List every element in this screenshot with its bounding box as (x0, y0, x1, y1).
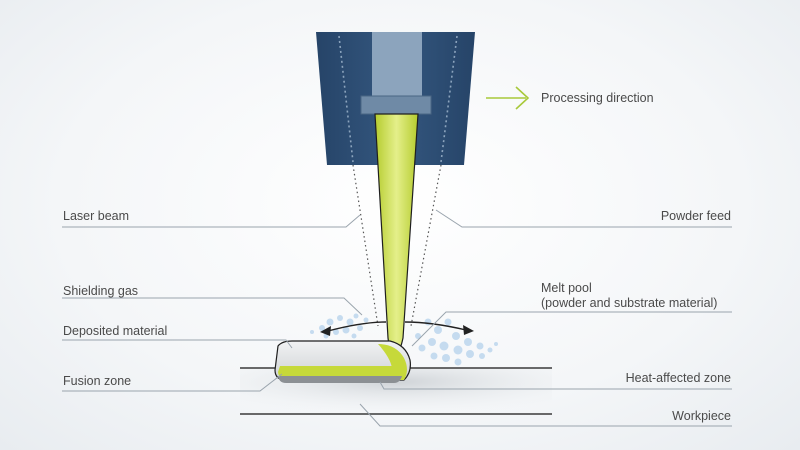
label-laser-beam: Laser beam (63, 209, 130, 223)
nozzle-lens (360, 95, 432, 115)
powder-stream (352, 164, 442, 327)
powder-particles (310, 313, 498, 366)
melt-pool (378, 344, 407, 380)
label-heat-affected-zone: Heat-affected zone (625, 371, 731, 385)
nozzle-inner-channel (372, 32, 422, 98)
powder-channel-right (440, 35, 458, 163)
leader-shielding-gas (62, 297, 363, 316)
leader-powder-feed (435, 209, 732, 228)
label-processing-direction: Processing direction (541, 91, 654, 105)
label-powder-feed: Powder feed (660, 209, 731, 223)
label-melt-pool: Melt pool (541, 281, 592, 295)
leader-workpiece (359, 403, 732, 427)
label-fusion-zone: Fusion zone (63, 374, 132, 388)
deposited-track (274, 340, 411, 383)
leader-lines (62, 209, 732, 427)
leader-melt-pool (411, 311, 732, 347)
laser-beam (374, 113, 419, 357)
processing-direction-arrow (486, 86, 530, 110)
label-melt-pool-detail: (powder and substrate material) (541, 296, 718, 310)
leader-laser-beam (62, 214, 361, 228)
label-shielding-gas: Shielding gas (63, 284, 139, 298)
leader-fusion-zone (62, 373, 283, 392)
powder-channel-left (338, 35, 354, 163)
heat-affected-band (278, 376, 402, 383)
label-workpiece: Workpiece (672, 409, 731, 423)
label-deposited-material: Deposited material (63, 324, 168, 338)
leader-heat-affected-zone (379, 381, 732, 390)
leader-deposited-material (62, 339, 293, 349)
